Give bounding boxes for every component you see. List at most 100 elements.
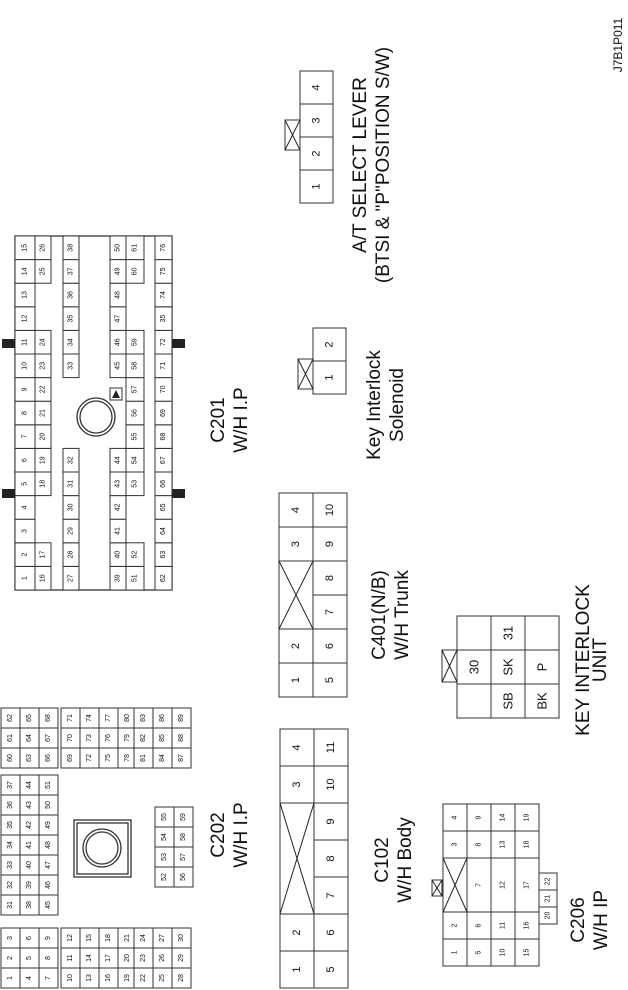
pin-cell — [38, 774, 59, 796]
pin-number: 24 — [40, 338, 47, 346]
label-c202: C202 W/H I.P — [208, 802, 252, 867]
pin-number: 58 — [132, 362, 139, 370]
label-line1: C102 — [372, 837, 393, 882]
pin-number: 18 — [524, 841, 531, 849]
pin-number: 35 — [160, 315, 167, 323]
pin-number: 8 — [476, 842, 483, 846]
pin-number: 37 — [68, 267, 75, 275]
pin-number: 50 — [115, 244, 122, 252]
pin-cell — [466, 830, 492, 859]
pin-number: 72 — [86, 754, 93, 762]
pin-number: 69 — [160, 409, 167, 417]
terminal-lock-glyph — [112, 390, 120, 398]
pin-number: 44 — [26, 781, 33, 789]
pin-number: 15 — [22, 244, 29, 252]
pin-number: 51 — [132, 574, 139, 582]
pin-number: 74 — [86, 714, 93, 722]
pin-number: 19 — [124, 974, 131, 982]
pin-number: 14 — [22, 267, 29, 275]
pin-cell — [125, 329, 145, 355]
pin-cell — [313, 839, 349, 878]
pin-number: 5 — [325, 966, 337, 972]
pin-number: 32 — [7, 881, 14, 889]
pin-cell — [38, 927, 59, 949]
pin-cell — [490, 683, 526, 719]
pin-number: 7 — [45, 976, 52, 980]
pin-number: 5 — [26, 956, 33, 960]
pin-number: 46 — [45, 881, 52, 889]
pin-number: 41 — [26, 841, 33, 849]
pin-number: 1 — [290, 677, 302, 683]
pin-number: 2 — [7, 956, 14, 960]
label-key-interlock-solenoid: Key Interlock Solenoid — [364, 350, 408, 460]
pin-number: 1 — [22, 576, 29, 580]
pin-number: 56 — [132, 409, 139, 417]
connector-c201: 1234567891011121314151617181920212223242… — [2, 235, 185, 591]
pin-number: 78 — [124, 754, 131, 762]
pin-cell — [34, 329, 52, 355]
pin-cell — [538, 872, 558, 891]
pin-number: 34 — [68, 338, 75, 346]
pin-number: 11 — [325, 742, 337, 753]
label-at-select-lever: A/T SELECT LEVER (BTSI & "P"POSITION S/W… — [350, 47, 394, 283]
latch-tab-icon — [2, 339, 15, 348]
pin-number: 16 — [105, 974, 112, 982]
pin-number: 9 — [22, 387, 29, 391]
pin-number: 75 — [105, 754, 112, 762]
pin-number: 59 — [180, 813, 187, 821]
pin-number: 6 — [325, 929, 337, 935]
pin-cell — [312, 492, 348, 528]
pin-number: 48 — [115, 291, 122, 299]
pin-number: 32 — [68, 456, 75, 464]
pin-cell — [34, 542, 52, 567]
pin-number: 55 — [132, 433, 139, 441]
pin-cell — [312, 526, 348, 562]
pin-number: 6 — [22, 458, 29, 462]
pin-cell — [278, 492, 314, 528]
pin-number: 8 — [324, 575, 336, 581]
pin-number: 26 — [159, 954, 166, 962]
pin-number: 1 — [291, 966, 303, 972]
pin-cell — [490, 615, 526, 651]
pin-cell — [514, 803, 540, 832]
latch-tab-icon — [172, 339, 185, 348]
pin-number: 21 — [545, 895, 552, 903]
pin-number: 89 — [178, 714, 185, 722]
pin-cell — [313, 728, 349, 767]
pin-number: 43 — [26, 801, 33, 809]
pin-number: 12 — [67, 934, 74, 942]
pin-number: 52 — [132, 551, 139, 559]
pin-number: 4 — [291, 744, 303, 750]
pin-number: 38 — [26, 901, 33, 909]
pin-number: 7 — [325, 892, 337, 898]
pin-number: 77 — [105, 714, 112, 722]
pin-number: 68 — [160, 433, 167, 441]
pin-number: 45 — [115, 362, 122, 370]
latch-tab-icon — [2, 489, 15, 498]
pin-number: 87 — [178, 754, 185, 762]
label-line2: W/H Body — [395, 817, 416, 903]
pin-cell — [456, 615, 492, 651]
cross-line — [297, 358, 314, 390]
pin-number: 43 — [115, 480, 122, 488]
pin-cell — [524, 683, 560, 719]
pin-number: 22 — [40, 385, 47, 393]
pin-number: 57 — [132, 385, 139, 393]
pin-number: 4 — [311, 84, 323, 90]
pin-number: 16 — [524, 922, 531, 930]
pin-number: 20 — [545, 912, 552, 920]
pin-number: 1 — [324, 374, 336, 380]
pin-number: 44 — [115, 456, 122, 464]
connector-c202: 1234567891011121314151617181920212223242… — [0, 707, 194, 989]
pin-number: 81 — [140, 754, 147, 762]
pin-number: 30 — [467, 660, 482, 674]
label-line2: W/H Trunk — [392, 570, 413, 660]
pin-number: 9 — [325, 818, 337, 824]
pin-number: 42 — [26, 821, 33, 829]
pin-number: 31 — [501, 626, 516, 640]
pin-cell — [279, 765, 315, 804]
